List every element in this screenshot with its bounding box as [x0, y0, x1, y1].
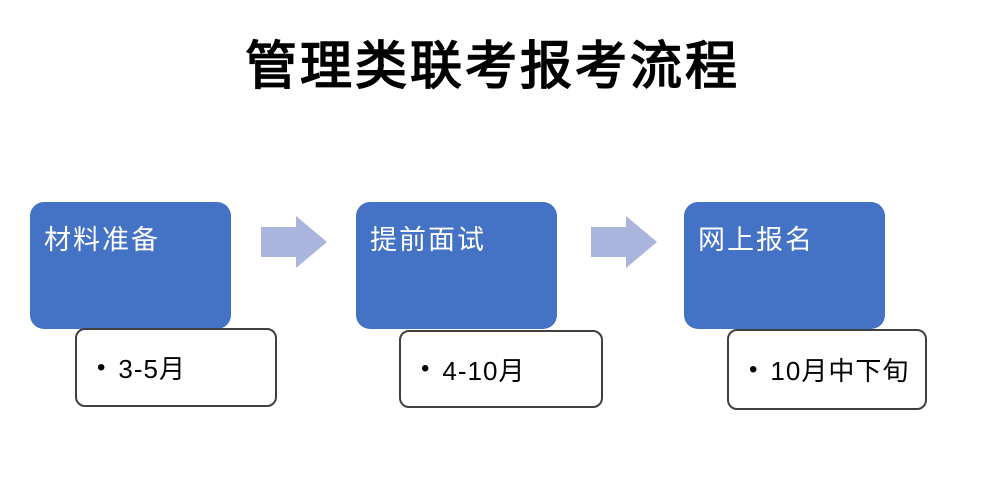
step-box-material-preparation: 材料准备: [30, 202, 231, 329]
bullet-icon: •: [97, 353, 106, 381]
right-block-arrow-shape: [591, 216, 657, 268]
detail-text: 3-5月: [118, 354, 186, 384]
step-box-online-registration: 网上报名: [684, 202, 885, 329]
detail-box-early-interview: • 4-10月: [399, 330, 603, 408]
right-block-arrow-shape: [261, 216, 327, 268]
right-block-arrow-icon: [591, 216, 657, 268]
step-label: 网上报名: [698, 225, 814, 255]
bullet-icon: •: [749, 355, 758, 383]
page-title: 管理类联考报考流程: [244, 39, 740, 96]
detail-text: 4-10月: [442, 355, 526, 386]
step-box-early-interview: 提前面试: [356, 202, 557, 329]
step-label: 提前面试: [370, 225, 486, 255]
right-block-arrow-icon: [261, 216, 327, 268]
step-label: 材料准备: [44, 225, 160, 255]
detail-box-online-registration: • 10月中下旬: [727, 329, 927, 410]
bullet-icon: •: [421, 355, 430, 382]
detail-text: 10月中下旬: [770, 356, 910, 386]
detail-box-material-preparation: • 3-5月: [75, 328, 277, 407]
